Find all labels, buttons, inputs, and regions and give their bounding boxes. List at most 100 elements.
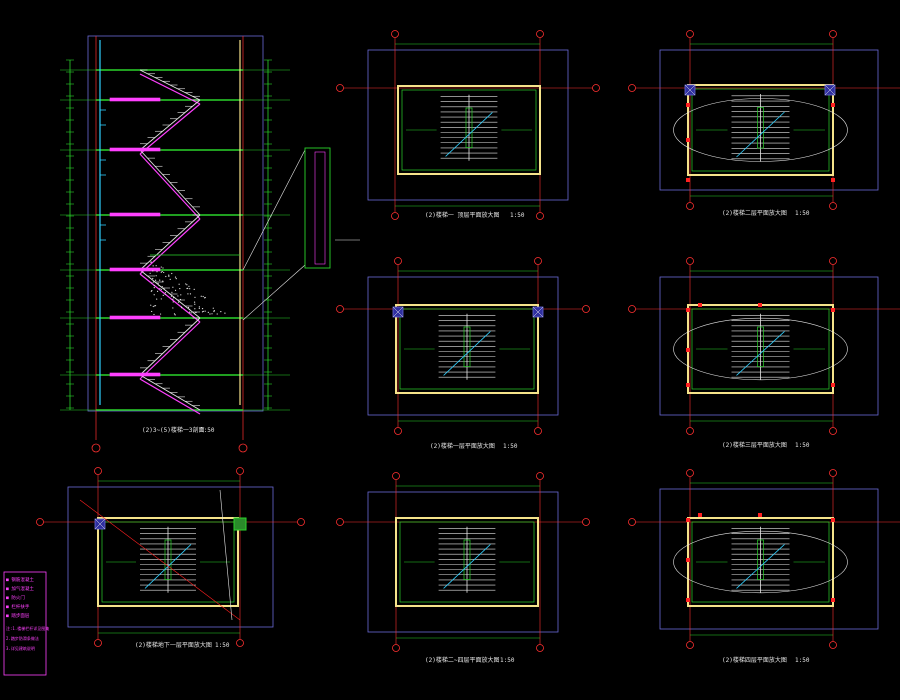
hatch-dot (203, 311, 204, 312)
legend-row: ■ 加气混凝土 (6, 585, 34, 592)
hatch-dot (154, 285, 155, 286)
plan-title-top-right: (2)楼梯二层平面放大图 (722, 209, 787, 217)
hatch-dot (154, 305, 155, 306)
hatch-dot (163, 288, 164, 289)
hatch-dot (187, 293, 188, 294)
hatch-dot (173, 297, 174, 298)
section-marker (831, 518, 835, 522)
plan-title-bot-left: (2)楼梯地下一层平面放大图 (135, 641, 212, 649)
hatch-dot (152, 270, 153, 271)
hatch-dot (189, 288, 190, 289)
hatch-dot (157, 291, 158, 292)
hatch-dot (161, 298, 162, 299)
section-title: (2)3~(5)楼梯一3剖面 (142, 426, 205, 434)
hatch-dot (175, 314, 176, 315)
hatch-dot (175, 277, 176, 278)
section-marker (698, 303, 702, 307)
hatch-dot (163, 272, 164, 273)
hatch-dot (201, 296, 202, 297)
landing-slab (110, 148, 160, 151)
hatch-dot (159, 285, 160, 286)
section-marker (831, 178, 835, 182)
plan-title-mid-right: (2)楼梯三层平面放大图 (722, 441, 787, 449)
plan-scale-top-right: 1:50 (795, 210, 810, 217)
hatch-dot (151, 311, 152, 312)
hatch-dot (158, 283, 159, 284)
hatch-dot (156, 265, 157, 266)
landing-slab (110, 316, 160, 319)
hatch-dot (194, 304, 195, 305)
hatch-dot (155, 280, 156, 281)
hatch-dot (153, 314, 154, 315)
section-marker (831, 103, 835, 107)
hatch-dot (194, 297, 195, 298)
section-marker (686, 103, 690, 107)
section-marker (698, 513, 702, 517)
hatch-dot (172, 299, 173, 300)
hatch-dot (179, 284, 180, 285)
hatch-dot (205, 297, 206, 298)
hatch-dot (172, 287, 173, 288)
hatch-dot (173, 301, 174, 302)
hatch-dot (211, 313, 212, 314)
hatch-dot (194, 308, 195, 309)
hatch-dot (189, 312, 190, 313)
legend-row: ■ 防火门 (6, 594, 25, 601)
hatch-dot (162, 271, 163, 272)
hatch-dot (191, 312, 192, 313)
hatch-dot (189, 309, 190, 310)
hatch-dot (179, 288, 180, 289)
hatch-dot (161, 289, 162, 290)
hatch-dot (220, 311, 221, 312)
hatch-dot (150, 261, 151, 262)
hatch-dot (194, 302, 195, 303)
hatch-dot (153, 281, 154, 282)
section-marker (686, 558, 690, 562)
plan-title-bot-right: (2)楼梯四层平面放大图 (722, 656, 787, 664)
section-marker (686, 383, 690, 387)
landing-slab (110, 98, 160, 101)
hatch-dot (156, 298, 157, 299)
hatch-dot (213, 308, 214, 309)
hatch-dot (187, 288, 188, 289)
landing-slab (110, 213, 160, 216)
hatch-dot (190, 293, 191, 294)
hatch-dot (217, 313, 218, 314)
hatch-dot (159, 288, 160, 289)
hatch-dot (181, 306, 182, 307)
section-scale: 1:50 (200, 427, 215, 434)
hatch-dot (151, 291, 152, 292)
hatch-dot (153, 265, 154, 266)
hatch-dot (177, 295, 178, 296)
hatch-dot (162, 267, 163, 268)
hatch-dot (214, 310, 215, 311)
hatch-dot (185, 283, 186, 284)
landing-slab (110, 373, 160, 376)
section-marker (831, 383, 835, 387)
hatch-dot (161, 272, 162, 273)
section-marker (686, 348, 690, 352)
hatch-dot (165, 294, 166, 295)
plan-title-top-center: (2)楼梯一 顶层平面放大图 (425, 211, 499, 219)
plan-scale-top-center: 1:50 (510, 212, 525, 219)
hatch-dot (155, 305, 156, 306)
legend-note: 注:1.楼梯栏杆详见图集 (6, 625, 49, 631)
hatch-dot (163, 295, 164, 296)
hatch-dot (204, 311, 205, 312)
hatch-dot (199, 306, 200, 307)
hatch-dot (175, 290, 176, 291)
highlight-box (234, 518, 246, 530)
hatch-dot (186, 284, 187, 285)
section-marker (686, 598, 690, 602)
plan-scale-mid-center: 1:50 (503, 443, 518, 450)
section-marker (686, 308, 690, 312)
hatch-dot (154, 260, 155, 261)
legend-row: ■ 踏步面层 (6, 612, 30, 619)
legend-row: ■ 栏杆扶手 (6, 603, 30, 610)
hatch-dot (156, 271, 157, 272)
hatch-dot (161, 266, 162, 267)
hatch-dot (165, 276, 166, 277)
hatch-dot (168, 274, 169, 275)
